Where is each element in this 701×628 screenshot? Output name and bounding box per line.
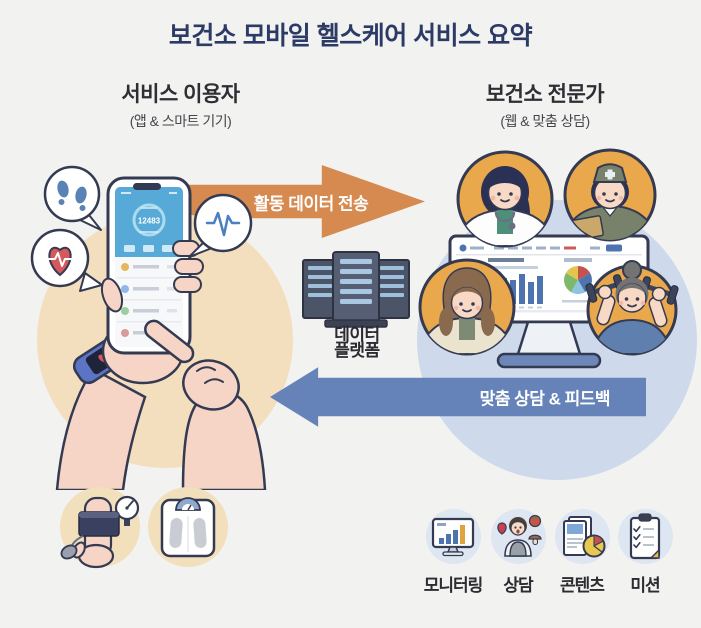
smartphone: 12483 (106, 176, 192, 355)
data-platform-label-line1: 데이터 (334, 325, 380, 344)
feature-counseling: 상담 (480, 509, 556, 596)
devices (60, 487, 228, 569)
feature-contents: 콘텐츠 (544, 509, 620, 596)
pulse-wave-icon (188, 193, 253, 258)
heart-rate-icon (30, 228, 103, 292)
thumb (100, 277, 124, 313)
pointing-hand (144, 319, 267, 490)
feature-counseling-label: 상담 (503, 576, 533, 595)
feature-monitoring: 모니터링 (415, 509, 491, 596)
avatar-doctor (456, 150, 554, 248)
footsteps-icon (43, 165, 102, 231)
avatar-trainer (585, 260, 679, 356)
expert-illustration (417, 148, 697, 480)
checklist-icon (629, 512, 661, 559)
data-platform-label-line2: 플랫폼 (334, 341, 380, 360)
body-scale-icon (160, 497, 216, 558)
avatar-counselor (418, 258, 516, 356)
user-section-title: 서비스 이용자 (121, 83, 240, 106)
user-illustration: 12483 (30, 165, 293, 490)
expert-section-title: 보건소 전문가 (485, 83, 605, 106)
feedback-label: 맞춤 상담 & 피드백 (479, 389, 611, 409)
monitor-chart-icon (431, 517, 475, 556)
step-count: 12483 (138, 217, 161, 226)
feature-mission-label: 미션 (630, 576, 660, 595)
server-icon (302, 251, 410, 328)
feature-monitoring-label: 모니터링 (423, 576, 484, 595)
feature-contents-circle (554, 509, 610, 564)
news-pie-icon (563, 515, 606, 557)
user-section-header: 서비스 이용자 (앱 & 스마트 기기) (58, 78, 303, 131)
feature-monitoring-circle (425, 509, 481, 564)
nutrition-counsel-icon (497, 514, 542, 557)
page-title: 보건소 모바일 헬스케어 서비스 요약 (168, 22, 533, 50)
user-section-subtitle: (앱 & 스마트 기기) (129, 113, 232, 129)
data-platform-label: 데이터 플랫폼 (297, 325, 417, 360)
data-transfer-label: 활동 데이터 전송 (253, 194, 369, 213)
feature-mission-circle (617, 509, 673, 564)
feature-mission: 미션 (607, 509, 683, 596)
feature-contents-label: 콘텐츠 (560, 576, 605, 595)
blood-pressure-monitor-icon (60, 495, 140, 569)
feature-counseling-circle (490, 509, 546, 564)
expert-section-header: 보건소 전문가 (웹 & 맞춤 상담) (425, 78, 665, 131)
expert-section-subtitle: (웹 & 맞춤 상담) (500, 113, 590, 129)
